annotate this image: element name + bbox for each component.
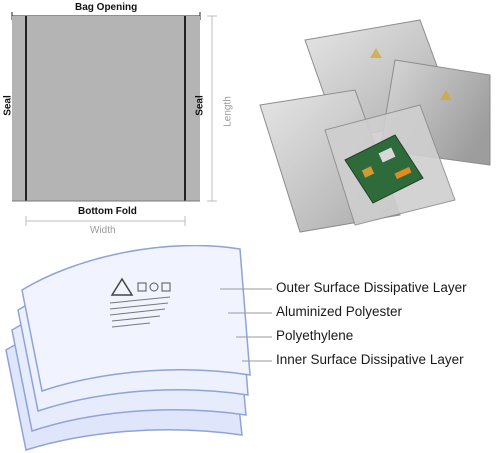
bottom-fold-label: Bottom Fold (78, 206, 137, 217)
layer-label-inner-surface: Inner Surface Dissipative Layer (276, 352, 464, 367)
bag-body (12, 16, 200, 201)
bag-outline (11, 12, 217, 226)
left-seal-label: Seal (2, 95, 14, 116)
length-label: Length (222, 96, 234, 127)
layer-label-aluminized-polyester: Aluminized Polyester (276, 304, 403, 319)
callout-lines (220, 288, 272, 362)
layer-structure-diagram (5, 245, 251, 451)
layer-label-outer-surface: Outer Surface Dissipative Layer (276, 280, 467, 295)
right-seal-label: Seal (194, 95, 206, 116)
esd-warning-mark (110, 277, 134, 296)
bag-product-photo (259, 19, 491, 233)
width-label: Width (90, 225, 116, 236)
layer-label-polyethylene: Polyethylene (276, 328, 354, 343)
circuit-board (344, 134, 424, 204)
dimension-diagram: Bag Opening Seal Seal Bottom Fold Width … (0, 0, 235, 240)
bag-opening-label: Bag Opening (75, 2, 138, 13)
